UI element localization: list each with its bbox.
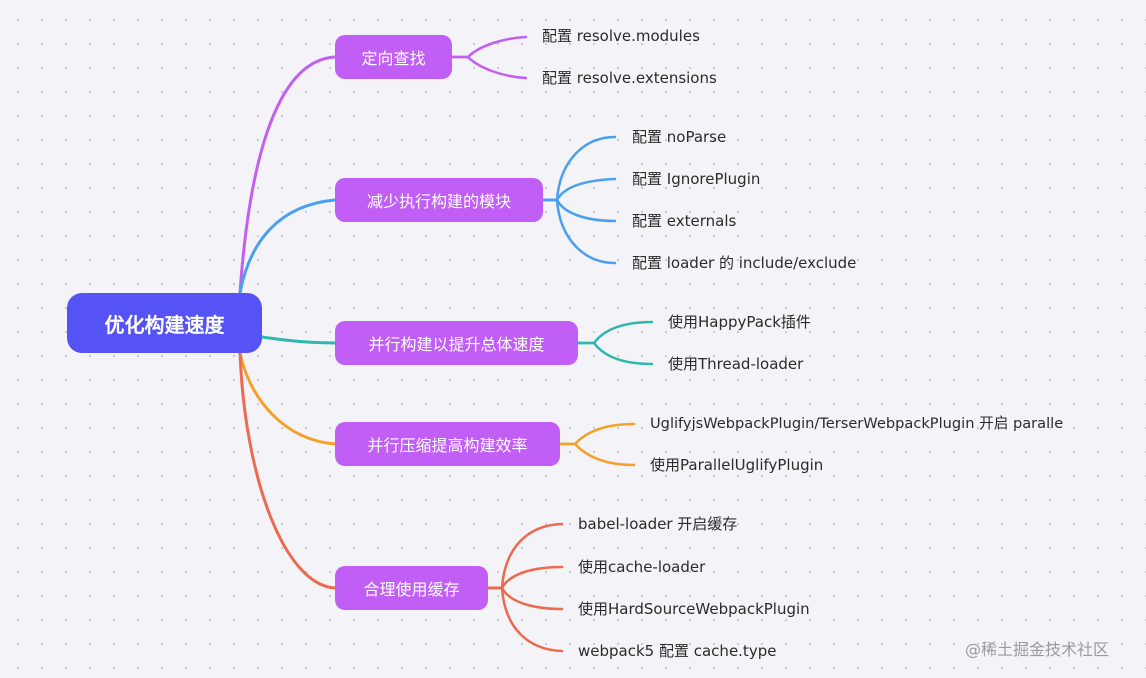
connector-b1-leaf-1 bbox=[450, 35, 528, 59]
leaf-node[interactable]: 使用HardSourceWebpackPlugin bbox=[578, 600, 810, 618]
connector-b2-leaf-1 bbox=[541, 135, 617, 202]
connector-b4-leaf-2 bbox=[558, 442, 636, 467]
root-node[interactable]: 优化构建速度 bbox=[67, 293, 262, 353]
branch-node-reduce-modules[interactable]: 减少执行构建的模块 bbox=[335, 178, 543, 222]
leaf-node[interactable]: 使用Thread-loader bbox=[668, 355, 804, 373]
connector-b2-leaf-2 bbox=[541, 177, 617, 202]
branch-node-parallel-compress[interactable]: 并行压缩提高构建效率 bbox=[335, 422, 560, 466]
leaf-node[interactable]: 使用cache-loader bbox=[578, 558, 706, 576]
connector-root-branch-1 bbox=[238, 55, 337, 295]
connector-b1-leaf-2 bbox=[450, 55, 528, 80]
leaf-node[interactable]: 配置 externals bbox=[632, 212, 737, 230]
connector-root-branch-2 bbox=[238, 198, 337, 295]
connector-b2-leaf-4 bbox=[541, 198, 617, 265]
leaf-node[interactable]: 配置 noParse bbox=[632, 128, 727, 146]
connector-root-branch-5 bbox=[238, 351, 337, 590]
leaf-node[interactable]: 配置 loader 的 include/exclude bbox=[632, 254, 857, 272]
leaf-node[interactable]: webpack5 配置 cache.type bbox=[578, 642, 777, 660]
leaf-node[interactable]: 配置 IgnorePlugin bbox=[632, 170, 761, 188]
leaf-node[interactable]: babel-loader 开启缓存 bbox=[578, 515, 738, 533]
leaf-node[interactable]: 使用HappyPack插件 bbox=[668, 313, 811, 331]
branch-node-cache[interactable]: 合理使用缓存 bbox=[335, 566, 488, 610]
leaf-node[interactable]: 配置 resolve.modules bbox=[542, 27, 700, 45]
connector-b2-leaf-3 bbox=[541, 198, 617, 223]
leaf-node[interactable]: UglifyjsWebpackPlugin/TerserWebpackPlugi… bbox=[650, 415, 1064, 432]
connector-b5-leaf-3 bbox=[486, 586, 564, 611]
leaf-node[interactable]: 使用ParallelUglifyPlugin bbox=[650, 456, 824, 474]
connector-b3-leaf-1 bbox=[576, 320, 654, 345]
connector-b5-leaf-4 bbox=[486, 586, 564, 653]
connector-b5-leaf-2 bbox=[486, 565, 564, 590]
connector-b5-leaf-1 bbox=[486, 522, 564, 590]
connector-root-branch-3 bbox=[260, 335, 337, 345]
leaf-node[interactable]: 配置 resolve.extensions bbox=[542, 69, 717, 87]
connector-root-branch-4 bbox=[238, 351, 337, 446]
connector-b4-leaf-1 bbox=[558, 422, 636, 446]
branch-node-parallel-build[interactable]: 并行构建以提升总体速度 bbox=[335, 321, 578, 365]
watermark: @稀土掘金技术社区 bbox=[965, 640, 1110, 659]
branch-node-directed-lookup[interactable]: 定向查找 bbox=[335, 35, 452, 79]
connector-b3-leaf-2 bbox=[576, 341, 654, 366]
